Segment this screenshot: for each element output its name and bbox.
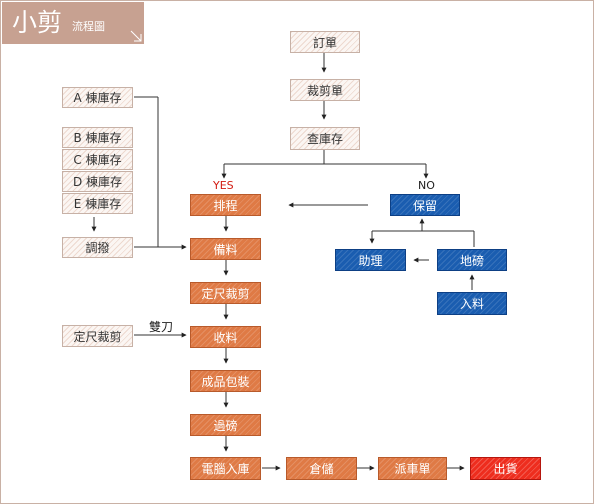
- stock-d-node: D 棟庫存: [62, 171, 133, 192]
- schedule-node: 排程: [190, 194, 261, 216]
- title-tab: 小剪 流程圖: [2, 2, 144, 44]
- page-subtitle: 流程圖: [72, 20, 105, 33]
- receive-node: 收料: [190, 326, 261, 348]
- stock-c-node: C 棟庫存: [62, 149, 133, 170]
- yes-label: YES: [213, 179, 234, 192]
- pc-entry-node: 電腦入庫: [190, 457, 261, 480]
- cut-to-size-node: 定尺裁剪: [190, 282, 261, 304]
- corner-arrow-icon: [130, 30, 142, 42]
- warehouse-node: 倉儲: [286, 457, 357, 480]
- dispatch-node: 派車單: [378, 457, 447, 480]
- weigh-node: 過磅: [190, 414, 261, 436]
- cut-order-node: 裁剪單: [290, 79, 360, 101]
- ship-node: 出貨: [470, 457, 541, 480]
- scale-node: 地磅: [437, 249, 507, 271]
- no-label: NO: [418, 179, 435, 192]
- left-cut-node: 定尺裁剪: [62, 325, 133, 347]
- prepare-node: 備料: [190, 238, 261, 260]
- check-stock-node: 查庫存: [290, 127, 360, 150]
- assist-node: 助理: [335, 249, 406, 271]
- page-title: 小剪: [12, 8, 63, 37]
- double-blade-label: 雙刀: [149, 320, 174, 334]
- stock-b-node: B 棟庫存: [62, 127, 133, 148]
- stock-a-node: A 棟庫存: [62, 87, 133, 108]
- stock-e-node: E 棟庫存: [62, 193, 133, 214]
- order-node: 訂單: [290, 31, 360, 53]
- incoming-node: 入料: [437, 292, 507, 315]
- pack-node: 成品包裝: [190, 370, 261, 392]
- reserve-node: 保留: [390, 194, 460, 216]
- transfer-node: 調撥: [62, 237, 133, 258]
